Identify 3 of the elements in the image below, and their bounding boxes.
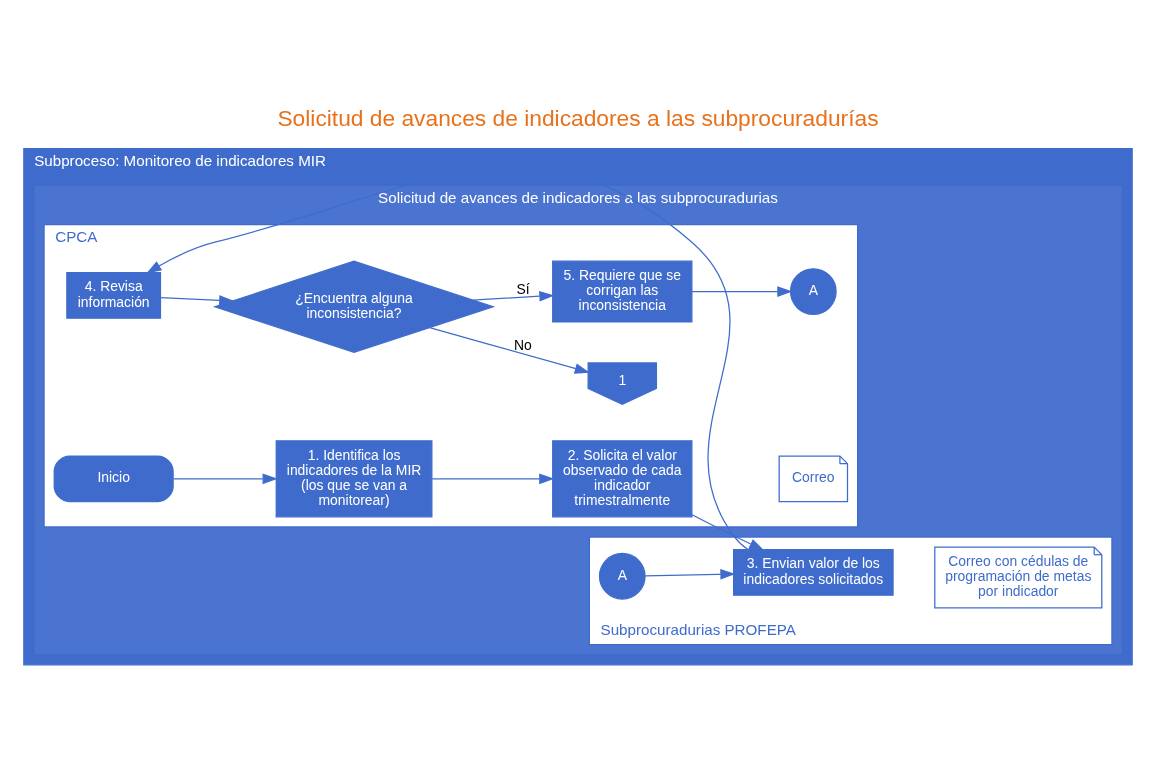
edge-label: Sí	[516, 280, 530, 297]
edge-label: No	[514, 336, 532, 353]
diagram-title: Solicitud de avances de indicadores a las subprocuradurías	[277, 104, 879, 131]
